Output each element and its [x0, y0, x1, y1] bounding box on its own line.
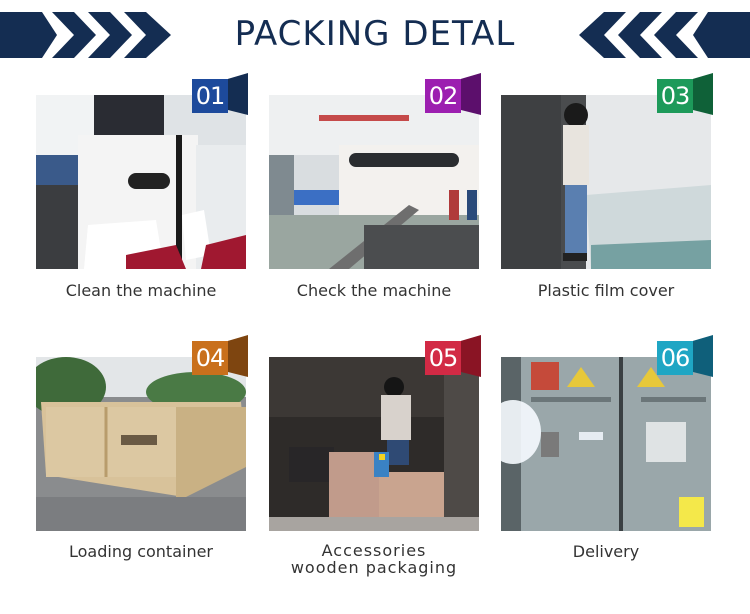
- photo-clean-machine: [36, 95, 246, 269]
- caption-delivery: Delivery: [572, 542, 640, 561]
- header-banner: PACKING DETAL: [0, 0, 750, 70]
- caption-clean-machine: Clean the machine: [65, 281, 217, 300]
- photo-container-loading: [269, 357, 479, 531]
- caption-accessories-packaging: Accessories wooden packaging: [249, 542, 499, 576]
- page-title: PACKING DETAL: [234, 14, 516, 54]
- chevron-right-arrows-icon: [0, 12, 171, 58]
- photo-wooden-crate: [36, 357, 246, 531]
- step-badge-04: 04: [192, 335, 248, 377]
- step-badge-03: 03: [657, 73, 713, 115]
- chevron-left-arrows-icon: [579, 12, 750, 58]
- caption-loading-container: Loading container: [68, 542, 214, 561]
- caption-check-machine: Check the machine: [296, 281, 452, 300]
- step-badge-06: 06: [657, 335, 713, 377]
- caption-line-1: Accessories: [321, 541, 427, 560]
- caption-plastic-film: Plastic film cover: [537, 281, 675, 300]
- step-badge-02: 02: [425, 73, 481, 115]
- photo-plastic-film: [501, 95, 711, 269]
- photo-shipping-container: [501, 357, 711, 531]
- caption-line-2: wooden packaging: [290, 558, 458, 577]
- step-badge-05: 05: [425, 335, 481, 377]
- photo-check-machine: [269, 95, 479, 269]
- step-badge-01: 01: [192, 73, 248, 115]
